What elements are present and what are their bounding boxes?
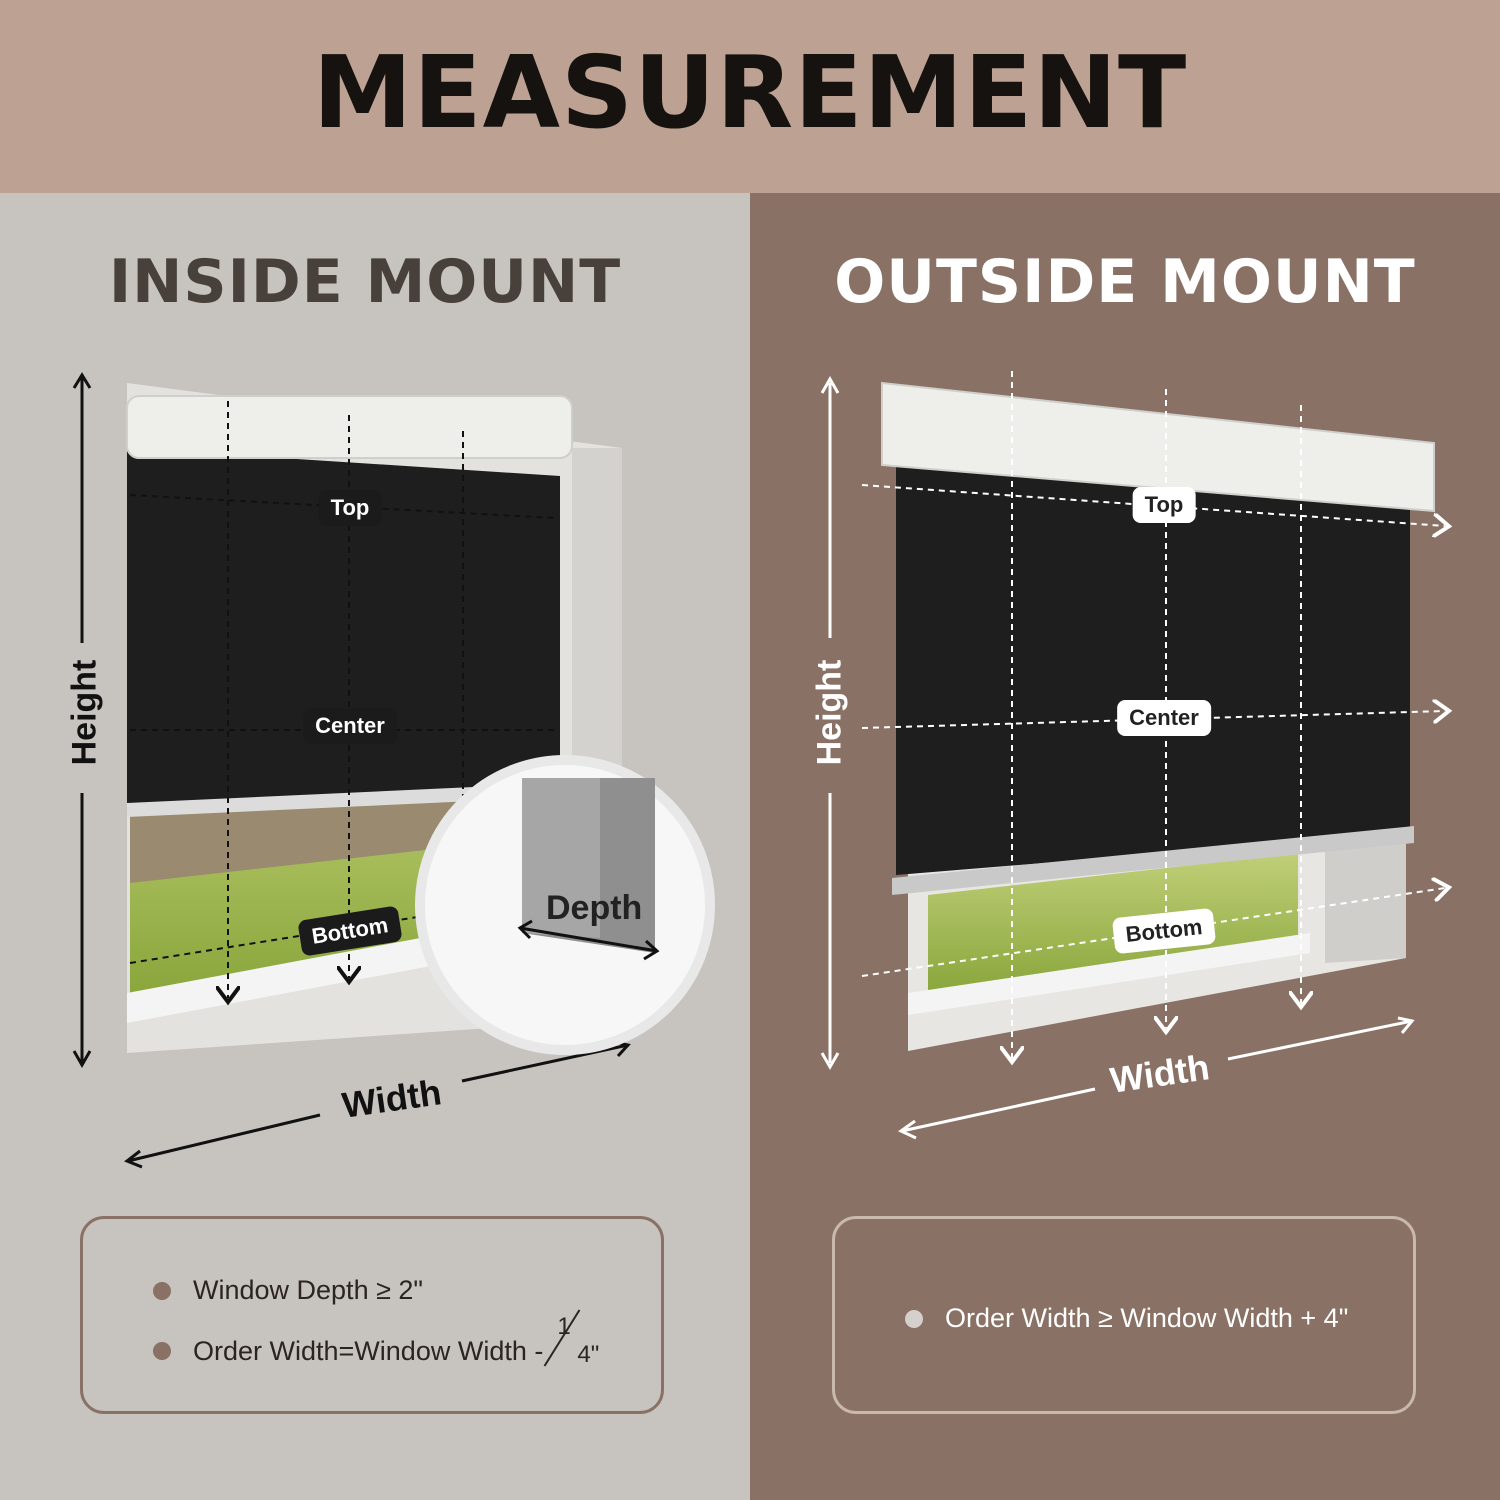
outside-note-width: Order Width ≥ Window Width + 4" (905, 1303, 1348, 1334)
bullet-dot (153, 1281, 171, 1300)
inside-center-chip: Center (303, 708, 397, 744)
inside-height-label: Height (65, 659, 104, 766)
inside-mount-panel: INSIDE MOUNT (0, 193, 750, 1500)
inside-note-width: Order Width=Window Width - 1 4" (153, 1309, 611, 1371)
outside-height-label: Height (810, 659, 849, 766)
headrail-cassette (881, 381, 1435, 513)
fraction-denominator: 4" (577, 1341, 600, 1368)
inside-depth-label: Depth (546, 889, 643, 927)
page-title: MEASUREMENT (312, 34, 1188, 151)
outside-notes-box: Order Width ≥ Window Width + 4" (832, 1216, 1416, 1414)
inside-mount-diagram (72, 372, 715, 1169)
inside-note-width-text: Order Width=Window Width - (193, 1335, 544, 1366)
inside-top-chip: Top (318, 490, 382, 526)
bottom-bar (892, 826, 1414, 895)
inside-mount-title: INSIDE MOUNT (108, 247, 622, 317)
outside-mount-title: OUTSIDE MOUNT (834, 247, 1416, 317)
inside-note-depth-text: Window Depth ≥ 2" (193, 1275, 424, 1305)
fraction-numerator: 1 (557, 1313, 571, 1340)
fraction-quarter: 1 4" (544, 1309, 611, 1371)
outside-mount-diagram (820, 371, 1500, 1140)
inside-note-depth: Window Depth ≥ 2" (153, 1275, 423, 1306)
depth-wall-shade (522, 778, 600, 938)
outside-mount-panel: OUTSIDE MOUNT (750, 193, 1500, 1500)
outside-center-chip: Center (1117, 700, 1211, 736)
bottom-bar (127, 783, 560, 817)
window-sill (908, 933, 1310, 1015)
outside-note-width-text: Order Width ≥ Window Width + 4" (945, 1303, 1349, 1333)
bullet-dot (153, 1342, 171, 1360)
outside-top-chip: Top (1132, 487, 1196, 523)
header-banner: MEASUREMENT (0, 0, 1500, 193)
inside-notes-box: Window Depth ≥ 2" Order Width=Window Wid… (80, 1216, 664, 1414)
recess-side (1325, 833, 1406, 963)
shade-fabric (127, 448, 560, 810)
bullet-dot (905, 1309, 923, 1328)
shade-fabric (896, 458, 1410, 875)
